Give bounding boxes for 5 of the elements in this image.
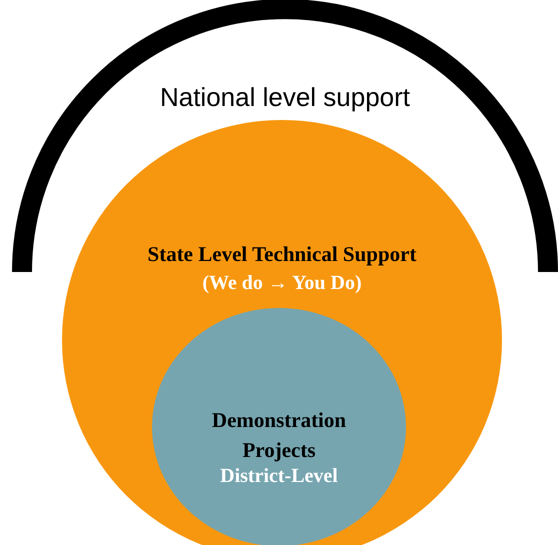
- circle-heading: Demonstration Projects: [210, 407, 348, 464]
- arc-title: National level support: [158, 82, 412, 113]
- circle-heading: State Level Technical Support: [146, 242, 418, 267]
- circle-subtitle: (We do → You Do): [201, 272, 363, 295]
- circle-subtitle: District-Level: [219, 465, 339, 488]
